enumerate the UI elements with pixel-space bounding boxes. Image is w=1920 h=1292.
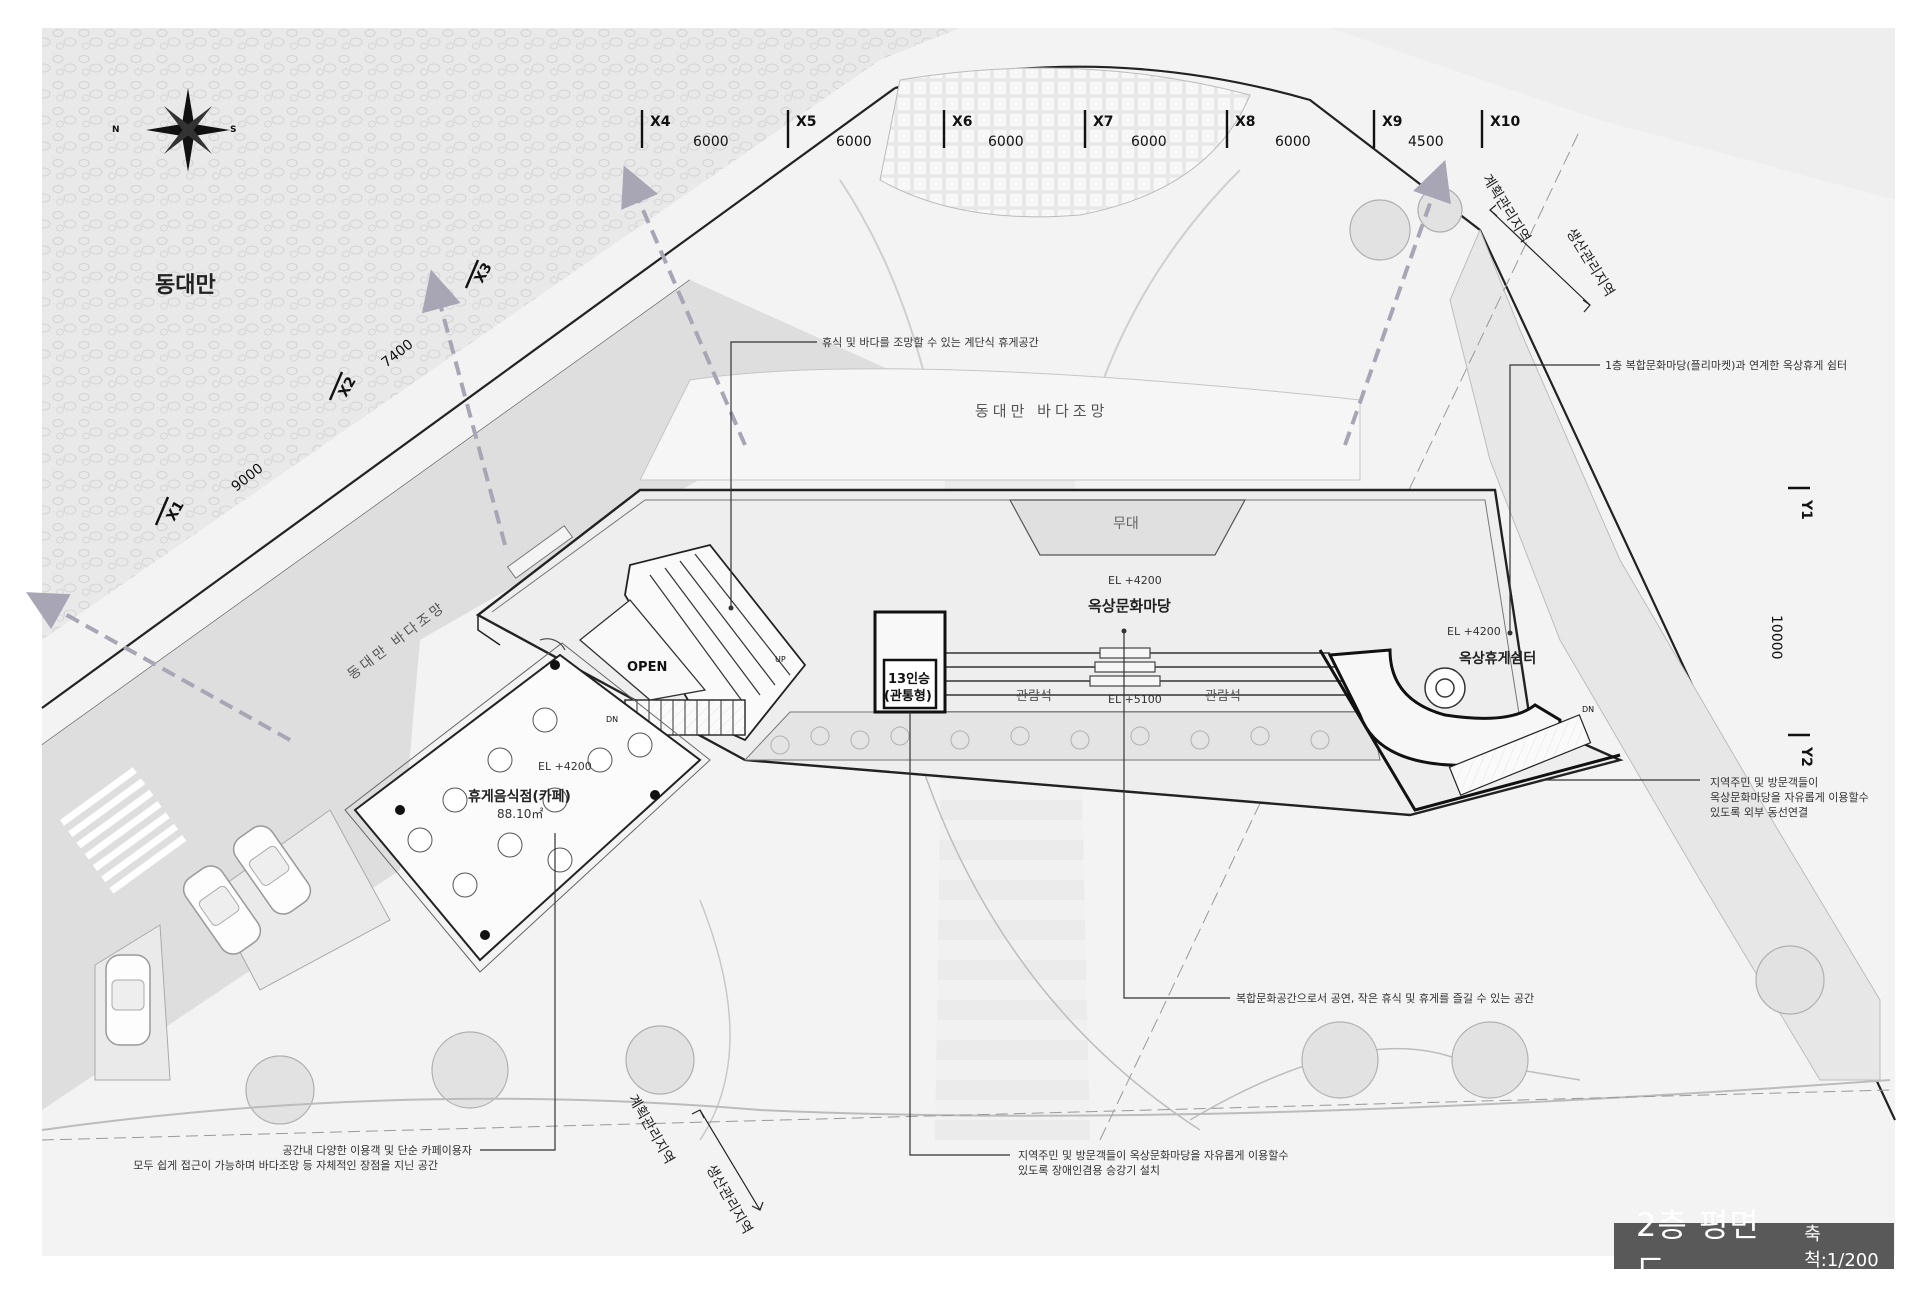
grid-marks-diag <box>154 259 480 526</box>
bench-top <box>506 525 574 579</box>
cafe-room <box>353 653 702 962</box>
cafe-room-frame <box>344 642 711 973</box>
note-elevator-2: 있도록 장애인겸용 승강기 설치 <box>1018 1164 1160 1177</box>
stair-up: UP <box>775 655 786 664</box>
grid-x5: X5 <box>796 114 817 130</box>
rest-stair <box>1448 714 1592 796</box>
stepped-rest-area <box>624 543 807 742</box>
compass-s: S <box>230 125 236 135</box>
note-stair: 휴식 및 바다를 조망할 수 있는 계단식 휴게공간 <box>822 336 1039 349</box>
grid-x8: X8 <box>1235 114 1256 130</box>
crosswalk <box>60 767 187 894</box>
grid-y1: Y1 <box>1798 499 1814 520</box>
coast-line <box>41 87 896 709</box>
drawing-scale: 축척:1/200 <box>1804 1224 1879 1271</box>
zone-arrow-bottom <box>691 1109 764 1211</box>
sea-label: 동대만 <box>155 273 216 298</box>
note-access-3: 있도록 외부 동선연결 <box>1710 806 1808 819</box>
cafe-tables <box>407 707 653 898</box>
grid-x7: X7 <box>1093 114 1114 130</box>
dim-x9-x10: 4500 <box>1408 134 1444 150</box>
seat-left-label: 관람석 <box>1016 689 1052 704</box>
cafe-area: 88.10㎡ <box>497 807 543 821</box>
drawing-title-block: 2층 평면도 축척:1/200 <box>1614 1206 1894 1290</box>
dim-x5-x6: 6000 <box>836 134 872 150</box>
elevator-label-2: (관통형) <box>884 688 932 704</box>
grid-marks-y <box>1788 486 1810 737</box>
grid-x6: X6 <box>952 114 973 130</box>
dim-x6-x7: 6000 <box>988 134 1024 150</box>
note-cafe-1: 공간내 다양한 이용객 및 단순 카페이용자 <box>282 1144 472 1157</box>
dim-x4-x5: 6000 <box>693 134 729 150</box>
leader-dots <box>728 605 1513 636</box>
note-access-1: 지역주민 및 방문객들이 <box>1710 776 1818 789</box>
zone-line-top <box>1099 129 1581 1141</box>
car-3 <box>105 954 151 1046</box>
compass-n: N <box>112 125 120 135</box>
elevator-label-1: 13인승 <box>888 671 930 687</box>
sea-area-right <box>1330 28 1895 200</box>
grid-marks-x <box>640 110 1484 148</box>
note-elevator-1: 지역주민 및 방문객들이 옥상문화마당을 자유롭게 이용할수 <box>1018 1149 1288 1162</box>
leader-lines <box>480 341 1700 1156</box>
stepped-lines <box>649 553 791 706</box>
dim-x8-x9: 6000 <box>1275 134 1311 150</box>
planting-right <box>1449 228 1881 1081</box>
view-arrows <box>26 159 1451 742</box>
view-deck <box>639 368 1361 481</box>
dim-y1-y2: 10000 <box>1768 615 1784 660</box>
open-void <box>578 599 707 701</box>
stage-label: 무대 <box>1113 516 1139 532</box>
note-cafe-2: 모두 쉽게 접근이 가능하며 바다조망 등 자체적인 장점을 지닌 공간 <box>133 1158 438 1172</box>
drawing-title: 2층 평면도 <box>1636 1206 1760 1290</box>
cafe-label: 휴게음식점(카페) <box>468 788 571 805</box>
dim-x7-x8: 6000 <box>1131 134 1167 150</box>
grid-x4: X4 <box>650 114 671 130</box>
lawn-curve-lower-2 <box>699 899 731 1141</box>
grid-x10: X10 <box>1490 114 1521 130</box>
plaza-label: 옥상문화마당 <box>1088 597 1171 615</box>
tiled-plaza <box>879 67 1251 218</box>
open-label: OPEN <box>627 660 667 675</box>
compass-icon <box>146 88 230 172</box>
stair-dn-right: DN <box>1582 705 1594 714</box>
view-label-top: 동대만 바다조망 <box>975 402 1108 420</box>
car-2 <box>182 865 262 955</box>
stage <box>1008 499 1247 556</box>
cafe-columns <box>395 660 660 940</box>
rest-level: EL +4200 <box>1447 625 1501 638</box>
grid-y2: Y2 <box>1798 746 1814 767</box>
entry-door <box>539 638 566 651</box>
note-roof-rest: 1층 복합문화마당(플리마켓)과 연계한 옥상휴게 쉼터 <box>1605 359 1847 372</box>
grid-x9: X9 <box>1382 114 1403 130</box>
seat-right-label: 관람석 <box>1205 689 1241 704</box>
elevator-car <box>882 658 938 710</box>
plaza-level: EL +4200 <box>1108 574 1162 587</box>
zone-arrow-top <box>1489 204 1591 313</box>
seat-level: EL +5100 <box>1108 693 1162 706</box>
tree-row <box>245 187 1825 1125</box>
roof-wing-left <box>477 615 501 646</box>
note-access-2: 옥상문화마당을 자유롭게 이용할수 <box>1710 791 1869 804</box>
zone-line-bottom <box>41 1089 1891 1141</box>
sea-area <box>42 28 960 640</box>
rest-shelter-outer <box>1318 649 1621 812</box>
stair-dn-left: DN <box>606 715 618 724</box>
lower-path <box>41 1079 1891 1131</box>
lawn-curve-lower-l <box>919 759 1201 1131</box>
car-1 <box>232 825 312 915</box>
rest-label: 옥상휴게쉼터 <box>1459 651 1536 667</box>
planter-shrubs <box>770 726 1330 755</box>
shelter-fountain-core <box>1435 678 1455 698</box>
seating-steps-mid <box>1089 647 1161 687</box>
cafe-level: EL +4200 <box>538 760 592 773</box>
note-culture: 복합문화공간으로서 공연, 작은 휴식 및 휴게를 즐길 수 있는 공간 <box>1236 992 1534 1005</box>
planter-strip <box>743 711 1381 761</box>
